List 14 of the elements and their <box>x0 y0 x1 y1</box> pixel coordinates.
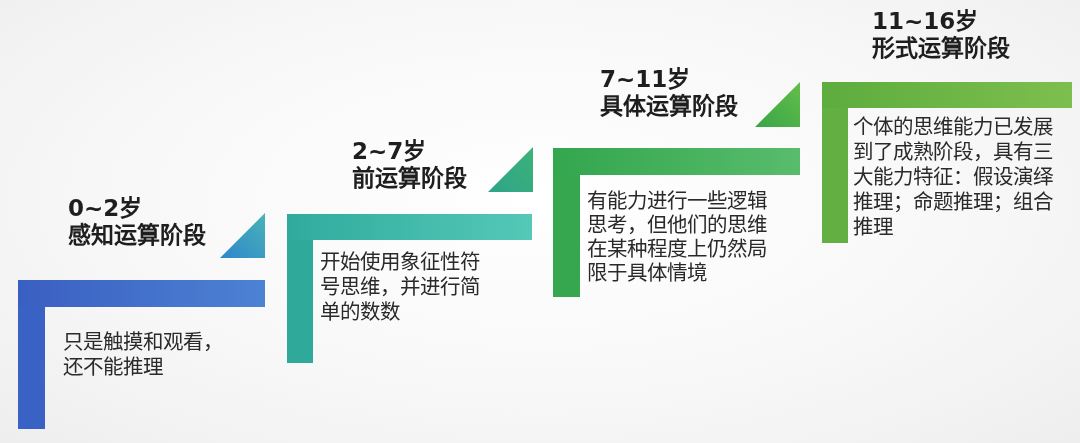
age-range: 0~2岁 <box>68 195 143 222</box>
stage-description: 只是触摸和观看，还不能推理 <box>63 330 224 380</box>
age-range: 7~11岁 <box>600 66 691 93</box>
age-range: 11~16岁 <box>872 8 979 35</box>
stage-title: 前运算阶段 <box>352 165 467 192</box>
stage-description: 有能力进行一些逻辑思考，但他们的思维在某种程度上仍然局限于具体情境 <box>587 189 768 285</box>
stage-title: 感知运算阶段 <box>68 222 206 249</box>
stage-step <box>553 66 803 299</box>
stage-step <box>18 195 268 431</box>
stage-description: 开始使用象征性符号思维，并进行简单的数数 <box>320 250 481 325</box>
stage-title: 具体运算阶段 <box>600 93 738 120</box>
age-range: 2~7岁 <box>352 138 427 165</box>
stage-title: 形式运算阶段 <box>872 35 1010 62</box>
stage-description: 个体的思维能力已发展到了成熟阶段，具有三大能力特征：假设演绎推理；命题推理；组合推理 <box>853 115 1054 240</box>
